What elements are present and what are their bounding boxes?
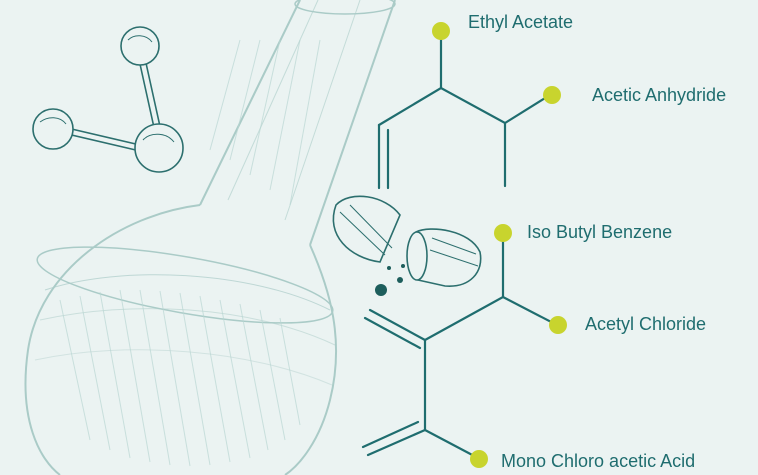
label-mono-chloro-acetic-acid: Mono Chloro acetic Acid [501, 451, 696, 471]
flask-hatching [59, 39, 321, 467]
molecule-model-icon [32, 26, 184, 173]
label-iso-butyl-benzene: Iso Butyl Benzene [527, 222, 673, 242]
node-mono-chloro-acetic-acid [470, 450, 488, 468]
upper-skeletal-formula [377, 32, 552, 190]
label-acetyl-chloride: Acetyl Chloride [585, 314, 707, 334]
chemical-nodes [432, 22, 567, 468]
node-acetyl-chloride [549, 316, 567, 334]
label-acetic-anhydride: Acetic Anhydride [592, 85, 727, 105]
capsule-granules [375, 264, 405, 296]
open-capsule-icon [332, 195, 482, 287]
flask-sketch [24, 0, 396, 475]
node-iso-butyl-benzene [494, 224, 512, 242]
node-acetic-anhydride [543, 86, 561, 104]
label-ethyl-acetate: Ethyl Acetate [468, 12, 574, 32]
lower-skeletal-formula [361, 233, 559, 460]
node-ethyl-acetate [432, 22, 450, 40]
